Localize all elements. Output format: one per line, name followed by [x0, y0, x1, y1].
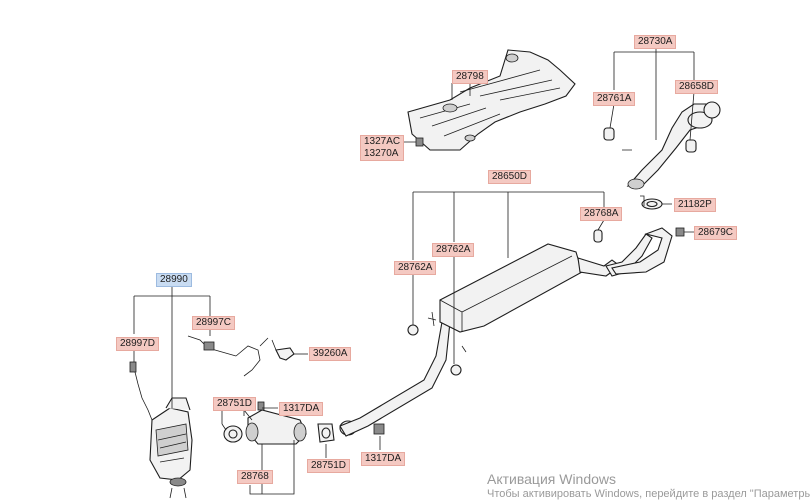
catalytic-converter[interactable] — [149, 397, 193, 499]
gasket-21182p[interactable] — [641, 198, 663, 210]
part-label-28751d-top[interactable]: 28751D — [213, 397, 257, 411]
rear-muffler-tip[interactable] — [626, 101, 721, 190]
part-label-28768a[interactable]: 28768A — [580, 207, 623, 221]
oxygen-sensor-front[interactable] — [129, 361, 153, 421]
part-label-21182p[interactable]: 21182P — [674, 198, 716, 212]
bracket-39260a[interactable] — [275, 347, 295, 361]
bolt-1327ac[interactable] — [415, 137, 424, 147]
part-label-28798[interactable]: 28798 — [452, 70, 488, 84]
part-label-28679c[interactable]: 28679C — [694, 226, 738, 240]
nut-1317da[interactable] — [373, 423, 385, 435]
muffler[interactable] — [439, 243, 621, 333]
oxygen-sensor-rear[interactable] — [187, 335, 261, 377]
tail-pipe-joint[interactable] — [605, 227, 673, 277]
gasket-28751d-left[interactable] — [223, 425, 243, 443]
gasket-28751d-right[interactable] — [317, 423, 335, 443]
part-label-13270a: 13270A — [364, 148, 399, 159]
part-label-28761a[interactable]: 28761A — [593, 92, 636, 106]
windows-activation-subtitle: Чтобы активировать Windows, перейдите в … — [487, 488, 810, 500]
part-label-28658d[interactable]: 28658D — [675, 80, 719, 94]
hanger-28762a-right[interactable] — [450, 364, 462, 376]
part-label-28768[interactable]: 28768 — [237, 470, 273, 484]
part-label-28730a[interactable]: 28730A — [634, 35, 677, 49]
part-label-1317da-bottom[interactable]: 1317DA — [361, 452, 406, 466]
windows-activation-title: Активация Windows — [487, 471, 617, 487]
center-pipe[interactable] — [339, 321, 451, 437]
part-label-28762a-left[interactable]: 28762A — [394, 261, 437, 275]
part-label-28997d[interactable]: 28997D — [116, 337, 160, 351]
part-label-1317da-top[interactable]: 1317DA — [279, 402, 324, 416]
heat-shield[interactable] — [407, 49, 576, 151]
part-label-28997c[interactable]: 28997C — [192, 316, 236, 330]
part-label-28650d[interactable]: 28650D — [488, 170, 532, 184]
part-label-1327ac: 1327AC — [364, 136, 401, 147]
hanger-28658d[interactable] — [685, 139, 697, 153]
part-label-28990[interactable]: 28990 — [156, 273, 192, 287]
part-label-1327ac-13270a[interactable]: 1327AC 13270A — [360, 135, 405, 161]
hanger-28762a-left[interactable] — [407, 324, 419, 336]
front-pipe[interactable] — [245, 401, 307, 445]
part-label-28751d-bottom[interactable]: 28751D — [307, 459, 351, 473]
hanger-28768a[interactable] — [593, 229, 603, 243]
nut-28679c[interactable] — [675, 227, 685, 237]
part-label-28762a-right[interactable]: 28762A — [432, 243, 475, 257]
hanger-28761a[interactable] — [603, 127, 615, 141]
part-label-39260a[interactable]: 39260A — [309, 347, 352, 361]
